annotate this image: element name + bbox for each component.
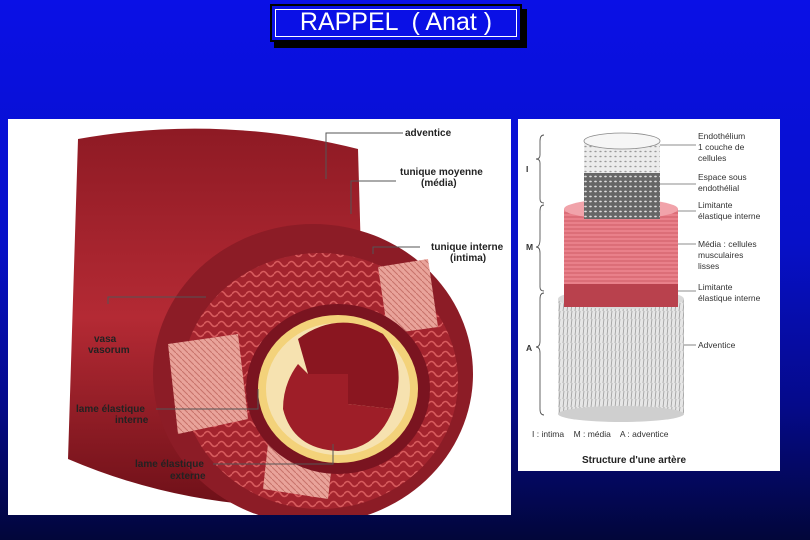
label-vasorum: vasorum — [88, 345, 130, 356]
adventice-cylinder — [558, 299, 684, 414]
artery-structure-illustration: I M A Endothélium 1 couche de cellules E… — [518, 119, 780, 471]
label-limitante-1a: Limitante — [698, 200, 733, 210]
letter-media: M — [526, 242, 533, 252]
label-vasa: vasa — [94, 334, 117, 345]
label-endothelium-1: Endothélium — [698, 131, 745, 141]
media-cylinder — [564, 209, 678, 284]
label-espace-1: Espace sous — [698, 172, 747, 182]
slide-title: RAPPEL ( Anat ) — [272, 8, 520, 37]
label-limitante-2b: élastique interne — [698, 293, 761, 303]
label-tunique-interne-2: (intima) — [450, 253, 486, 264]
cut-face-left — [168, 334, 248, 434]
label-lee-2: externe — [170, 471, 206, 482]
artery-cross-section-panel: adventice tunique moyenne (média) tuniqu… — [8, 119, 511, 515]
label-espace-2: endothélial — [698, 183, 739, 193]
slide-title-box: RAPPEL ( Anat ) — [270, 4, 527, 48]
brace-adventice — [536, 293, 544, 415]
legend-text: I : intima M : média A : adventice — [532, 429, 669, 439]
letter-adventice: A — [526, 343, 532, 353]
brace-intima — [536, 135, 544, 203]
label-media-3: lisses — [698, 261, 719, 271]
label-tunique-moyenne-1: tunique moyenne — [400, 167, 483, 178]
label-limitante-1b: élastique interne — [698, 211, 761, 221]
label-lei-1: lame élastique — [76, 404, 145, 415]
caption: Structure d'une artère — [582, 455, 687, 466]
artery-structure-panel: I M A Endothélium 1 couche de cellules E… — [518, 119, 780, 471]
label-adventice: adventice — [405, 128, 452, 139]
label-endothelium-2: 1 couche de — [698, 142, 745, 152]
artery-cross-section-illustration: adventice tunique moyenne (média) tuniqu… — [8, 119, 511, 515]
label-lei-2: interne — [115, 415, 149, 426]
adventice-bottom — [558, 406, 684, 422]
title-frame: RAPPEL ( Anat ) — [270, 4, 522, 42]
label-lee-1: lame élastique — [135, 459, 204, 470]
label-media-2: musculaires — [698, 250, 743, 260]
label-tunique-moyenne-2: (média) — [421, 178, 457, 189]
letter-intima: I — [526, 164, 528, 174]
label-adventice-right: Adventice — [698, 340, 736, 350]
brace-media — [536, 205, 544, 291]
label-tunique-interne-1: tunique interne — [431, 242, 504, 253]
label-limitante-2a: Limitante — [698, 282, 733, 292]
endothelium-top — [584, 133, 660, 149]
subendothelial-band — [584, 169, 660, 219]
label-media-1: Média : cellules — [698, 239, 757, 249]
label-endothelium-3: cellules — [698, 153, 726, 163]
